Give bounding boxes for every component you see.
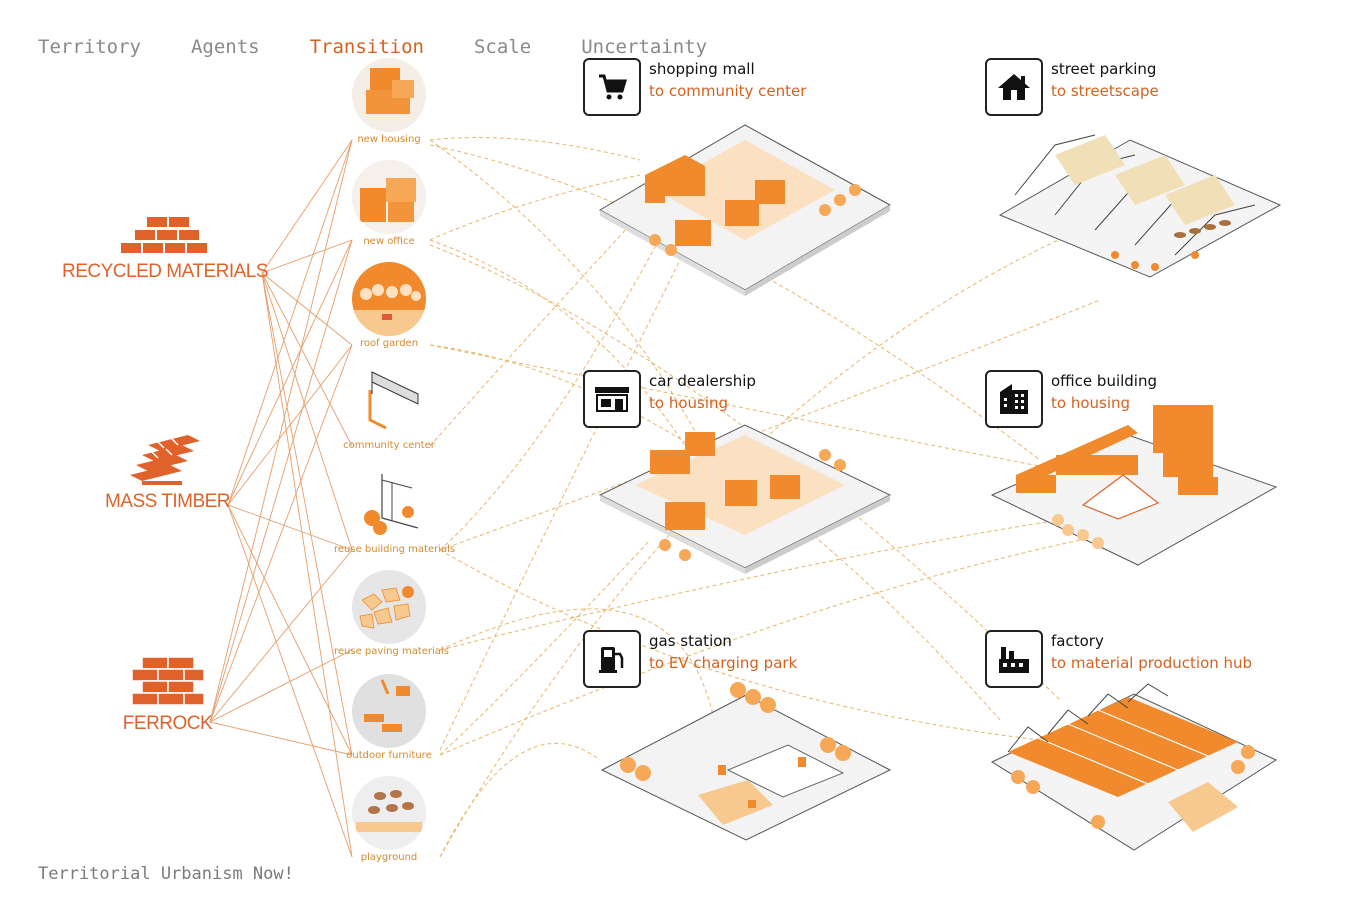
intervention-new-housing: new housing xyxy=(334,58,444,145)
nav-territory[interactable]: Territory xyxy=(38,36,141,58)
site-to-label: to community center xyxy=(649,82,807,100)
site-factory: factory to material production hub xyxy=(985,630,1252,688)
new-office-thumbnail xyxy=(352,160,426,234)
fuel-pump-icon xyxy=(583,630,641,688)
material-recycled: RECYCLED MATERIALS xyxy=(62,215,269,283)
intervention-community-center: community center xyxy=(334,364,444,451)
new-housing-thumbnail xyxy=(352,58,426,132)
intervention-links xyxy=(429,137,1101,858)
factory-icon xyxy=(985,630,1043,688)
site-to-label: to streetscape xyxy=(1051,82,1159,100)
gas-station-axonometric xyxy=(600,682,892,841)
intervention-new-office: new office xyxy=(334,160,444,247)
material-label: FERROCK xyxy=(122,713,213,734)
site-to-label: to housing xyxy=(1051,394,1131,412)
timber-stack-icon xyxy=(129,435,200,485)
community-center-thumbnail xyxy=(352,364,426,438)
shopping-mall-axonometric xyxy=(598,124,892,296)
intervention-roof-garden: roof garden xyxy=(334,262,444,349)
reuse-paving-thumbnail xyxy=(352,570,426,644)
site-from-label: gas station xyxy=(649,632,732,650)
material-links xyxy=(209,139,353,858)
site-from-label: car dealership xyxy=(649,372,756,390)
reuse-building-thumbnail xyxy=(352,468,426,542)
intervention-outdoor-furniture: outdoor furniture xyxy=(334,674,444,761)
intervention-reuse-paving-materials: reuse paving materials xyxy=(334,570,449,657)
site-from-label: factory xyxy=(1051,632,1104,650)
site-to-label: to EV charging park xyxy=(649,654,798,672)
site-from-label: office building xyxy=(1051,372,1158,390)
material-timber: MASS TIMBER xyxy=(100,435,235,513)
nav-scale[interactable]: Scale xyxy=(473,36,532,58)
intervention-reuse-building-materials: reuse building materials xyxy=(334,468,455,555)
site-from-label: shopping mall xyxy=(649,60,755,78)
site-to-label: to material production hub xyxy=(1051,654,1253,672)
site-car-dealership: car dealership to housing xyxy=(583,370,756,428)
material-label: MASS TIMBER xyxy=(104,491,231,512)
nav-agents[interactable]: Agents xyxy=(190,36,260,58)
shopping-cart-icon xyxy=(583,58,641,116)
material-ferrock: FERROCK xyxy=(110,655,225,735)
outdoor-furniture-thumbnail xyxy=(352,674,426,748)
site-office-building: office building to housing xyxy=(985,370,1157,428)
roof-garden-thumbnail xyxy=(352,262,426,336)
footer-title: Territorial Urbanism Now! xyxy=(38,864,294,884)
material-label: RECYCLED MATERIALS xyxy=(62,261,269,282)
factory-axonometric xyxy=(990,683,1278,851)
site-street-parking: street parking to streetscape xyxy=(985,58,1159,116)
car-dealership-axonometric xyxy=(598,424,892,574)
site-to-label: to housing xyxy=(649,394,729,412)
house-icon xyxy=(985,58,1043,116)
nav-uncertainty[interactable]: Uncertainty xyxy=(581,36,708,58)
storefront-icon xyxy=(583,370,641,428)
street-parking-axonometric xyxy=(998,134,1282,278)
office-building-icon xyxy=(985,370,1043,428)
ferrock-block-icon xyxy=(130,656,205,706)
site-from-label: street parking xyxy=(1051,60,1157,78)
site-gas-station: gas station to EV charging park xyxy=(583,630,797,688)
site-shopping-mall: shopping mall to community center xyxy=(583,58,806,116)
intervention-playground: playground xyxy=(334,776,444,863)
brick-icon xyxy=(120,217,207,253)
office-building-axonometric xyxy=(990,405,1278,566)
nav-transition[interactable]: Transition xyxy=(309,36,424,58)
top-nav: Territory Agents Transition Scale Uncert… xyxy=(38,36,757,58)
playground-thumbnail xyxy=(352,776,426,850)
